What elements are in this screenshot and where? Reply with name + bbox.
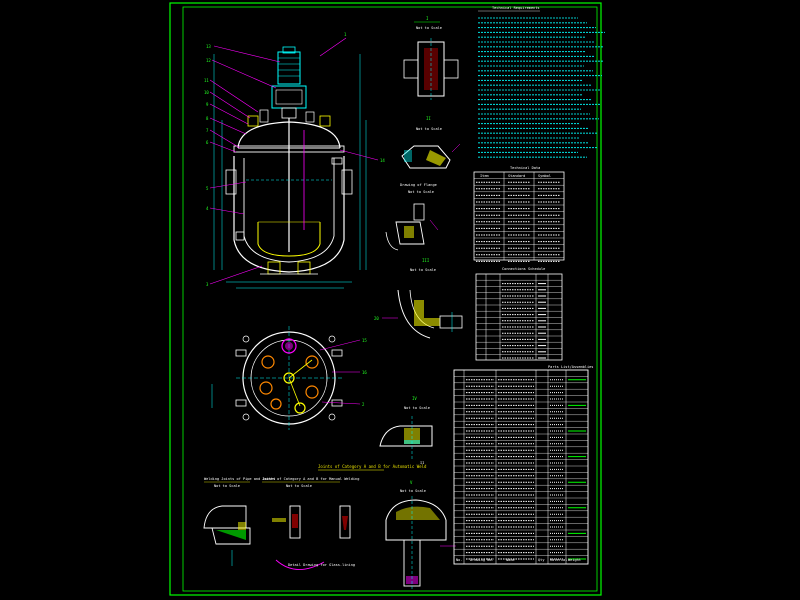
detail-section-I: I Not to Scale — [403, 16, 459, 100]
vessel-plan-view: 15 16 2 — [211, 326, 367, 430]
svg-text:I: I — [426, 16, 429, 21]
svg-text:Name: Name — [506, 558, 515, 562]
welding-details: Joints of Category A and B for Automatic… — [203, 464, 427, 570]
svg-text:Not to Scale: Not to Scale — [416, 127, 442, 131]
svg-text:Not to Scale: Not to Scale — [410, 268, 436, 272]
detail-clamp — [385, 203, 439, 251]
svg-text:10: 10 — [204, 90, 209, 95]
svg-text:Material: Material — [550, 558, 567, 562]
svg-text:15: 15 — [362, 338, 367, 343]
technical-data-table: Technical Data Item Standard Symbol — [473, 166, 565, 262]
svg-text:6: 6 — [206, 140, 209, 145]
svg-text:4: 4 — [206, 206, 209, 211]
svg-text:20: 20 — [374, 316, 379, 321]
svg-text:Not to Scale: Not to Scale — [400, 489, 426, 493]
svg-text:II: II — [420, 461, 424, 465]
svg-text:Not to Scale: Not to Scale — [404, 406, 430, 410]
svg-text:Technical Requirements: Technical Requirements — [492, 6, 540, 10]
technical-requirements: Technical Requirements — [478, 6, 605, 158]
svg-text:3: 3 — [206, 282, 209, 287]
svg-text:Symbol: Symbol — [538, 174, 551, 178]
svg-text:2: 2 — [362, 402, 365, 407]
svg-text:Parts List/Assemblies: Parts List/Assemblies — [548, 365, 593, 369]
svg-text:Weight: Weight — [568, 558, 581, 562]
svg-text:Welding Joints of Pipe and Jac: Welding Joints of Pipe and Jacket — [204, 477, 275, 481]
svg-text:Not to Scale: Not to Scale — [408, 190, 434, 194]
connections-schedule-table: Connections Schedule — [475, 267, 563, 361]
svg-text:IV: IV — [412, 396, 417, 401]
svg-text:Not to Scale: Not to Scale — [214, 484, 240, 488]
vessel-elevation-view: 13 12 11 10 9 8 7 6 5 4 3 14 1 — [204, 32, 385, 289]
svg-text:Technical Data: Technical Data — [510, 166, 540, 170]
parts-list-table: Parts List/Assemblies No. Drawing No. Na… — [453, 365, 593, 565]
svg-text:12: 12 — [206, 58, 211, 63]
svg-text:11: 11 — [204, 78, 209, 83]
svg-text:14: 14 — [380, 158, 385, 163]
motor — [277, 51, 301, 85]
svg-text:V: V — [410, 480, 413, 485]
svg-text:Qty: Qty — [538, 558, 545, 562]
svg-text:7: 7 — [206, 128, 209, 133]
detail-section-III: III Not to Scale 20 — [374, 258, 463, 339]
svg-text:II: II — [426, 116, 431, 121]
svg-text:III: III — [422, 258, 430, 263]
svg-text:16: 16 — [362, 370, 367, 375]
svg-text:5: 5 — [206, 186, 209, 191]
svg-text:Joints of Category A and B for: Joints of Category A and B for Automatic… — [318, 464, 427, 469]
detail-section-V: V Not to Scale — [385, 480, 456, 590]
svg-text:9: 9 — [206, 102, 209, 107]
svg-text:Drawing No.: Drawing No. — [470, 558, 494, 562]
svg-text:Not to Scale: Not to Scale — [286, 484, 312, 488]
svg-text:Item: Item — [480, 174, 489, 178]
svg-text:No.: No. — [456, 558, 463, 562]
detail-section-II: II Not to Scale Drawing of Flange Not to… — [400, 116, 461, 194]
svg-text:Standard: Standard — [508, 174, 525, 178]
svg-text:Drawing of Flange: Drawing of Flange — [400, 183, 437, 187]
svg-text:Connections Schedule: Connections Schedule — [502, 267, 545, 271]
svg-text:Joints of Category A and B for: Joints of Category A and B for Manual We… — [262, 477, 359, 481]
svg-text:13: 13 — [206, 44, 211, 49]
gearbox — [271, 85, 307, 109]
detail-section-IV: IV Not to Scale II — [379, 396, 433, 465]
drawing-inner-border — [182, 6, 598, 592]
svg-text:Detail Drawing for Glass-linin: Detail Drawing for Glass-lining — [288, 563, 355, 567]
svg-text:8: 8 — [206, 116, 209, 121]
svg-text:1: 1 — [344, 32, 347, 37]
drawing-border — [169, 2, 602, 596]
svg-text:Not to Scale: Not to Scale — [416, 26, 442, 30]
